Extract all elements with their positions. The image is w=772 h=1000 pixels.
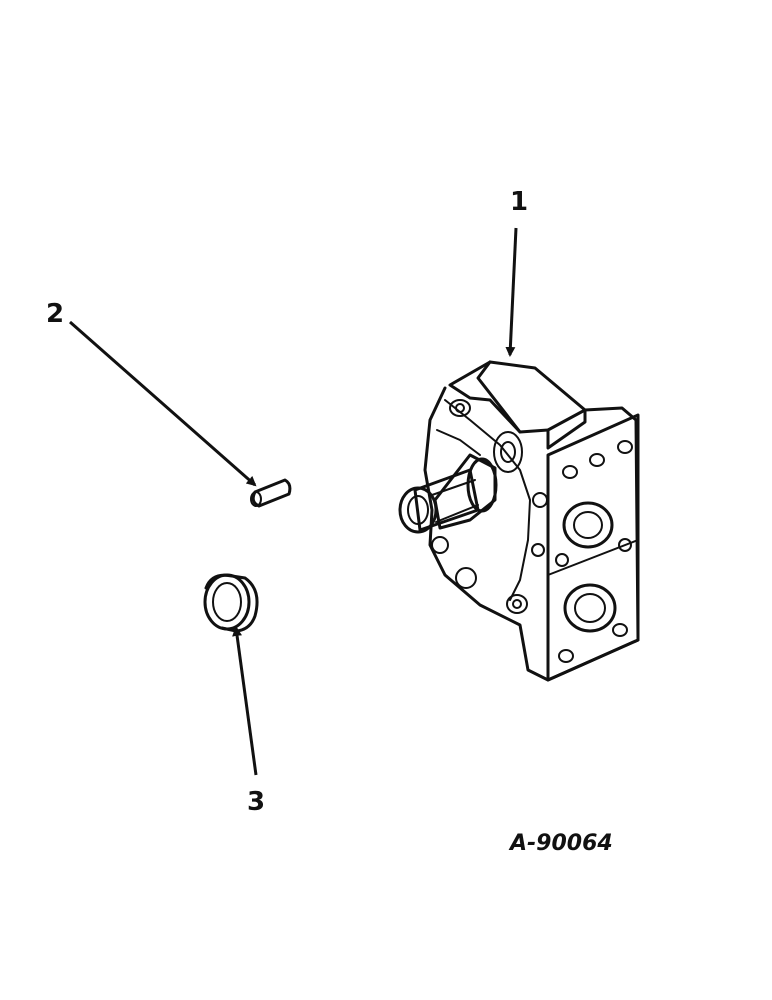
callout-2-leader (69, 320, 257, 487)
key-part (250, 478, 292, 508)
pump-housing (398, 360, 640, 682)
callout-3-label: 3 (247, 787, 265, 817)
seal-ring-part (203, 573, 259, 633)
callout-3-leader (232, 626, 258, 776)
callout-1-leader (505, 227, 518, 357)
figure-id: A-90064 (508, 831, 613, 856)
callout-1-label: 1 (510, 187, 528, 217)
callout-2-label: 2 (46, 299, 64, 329)
